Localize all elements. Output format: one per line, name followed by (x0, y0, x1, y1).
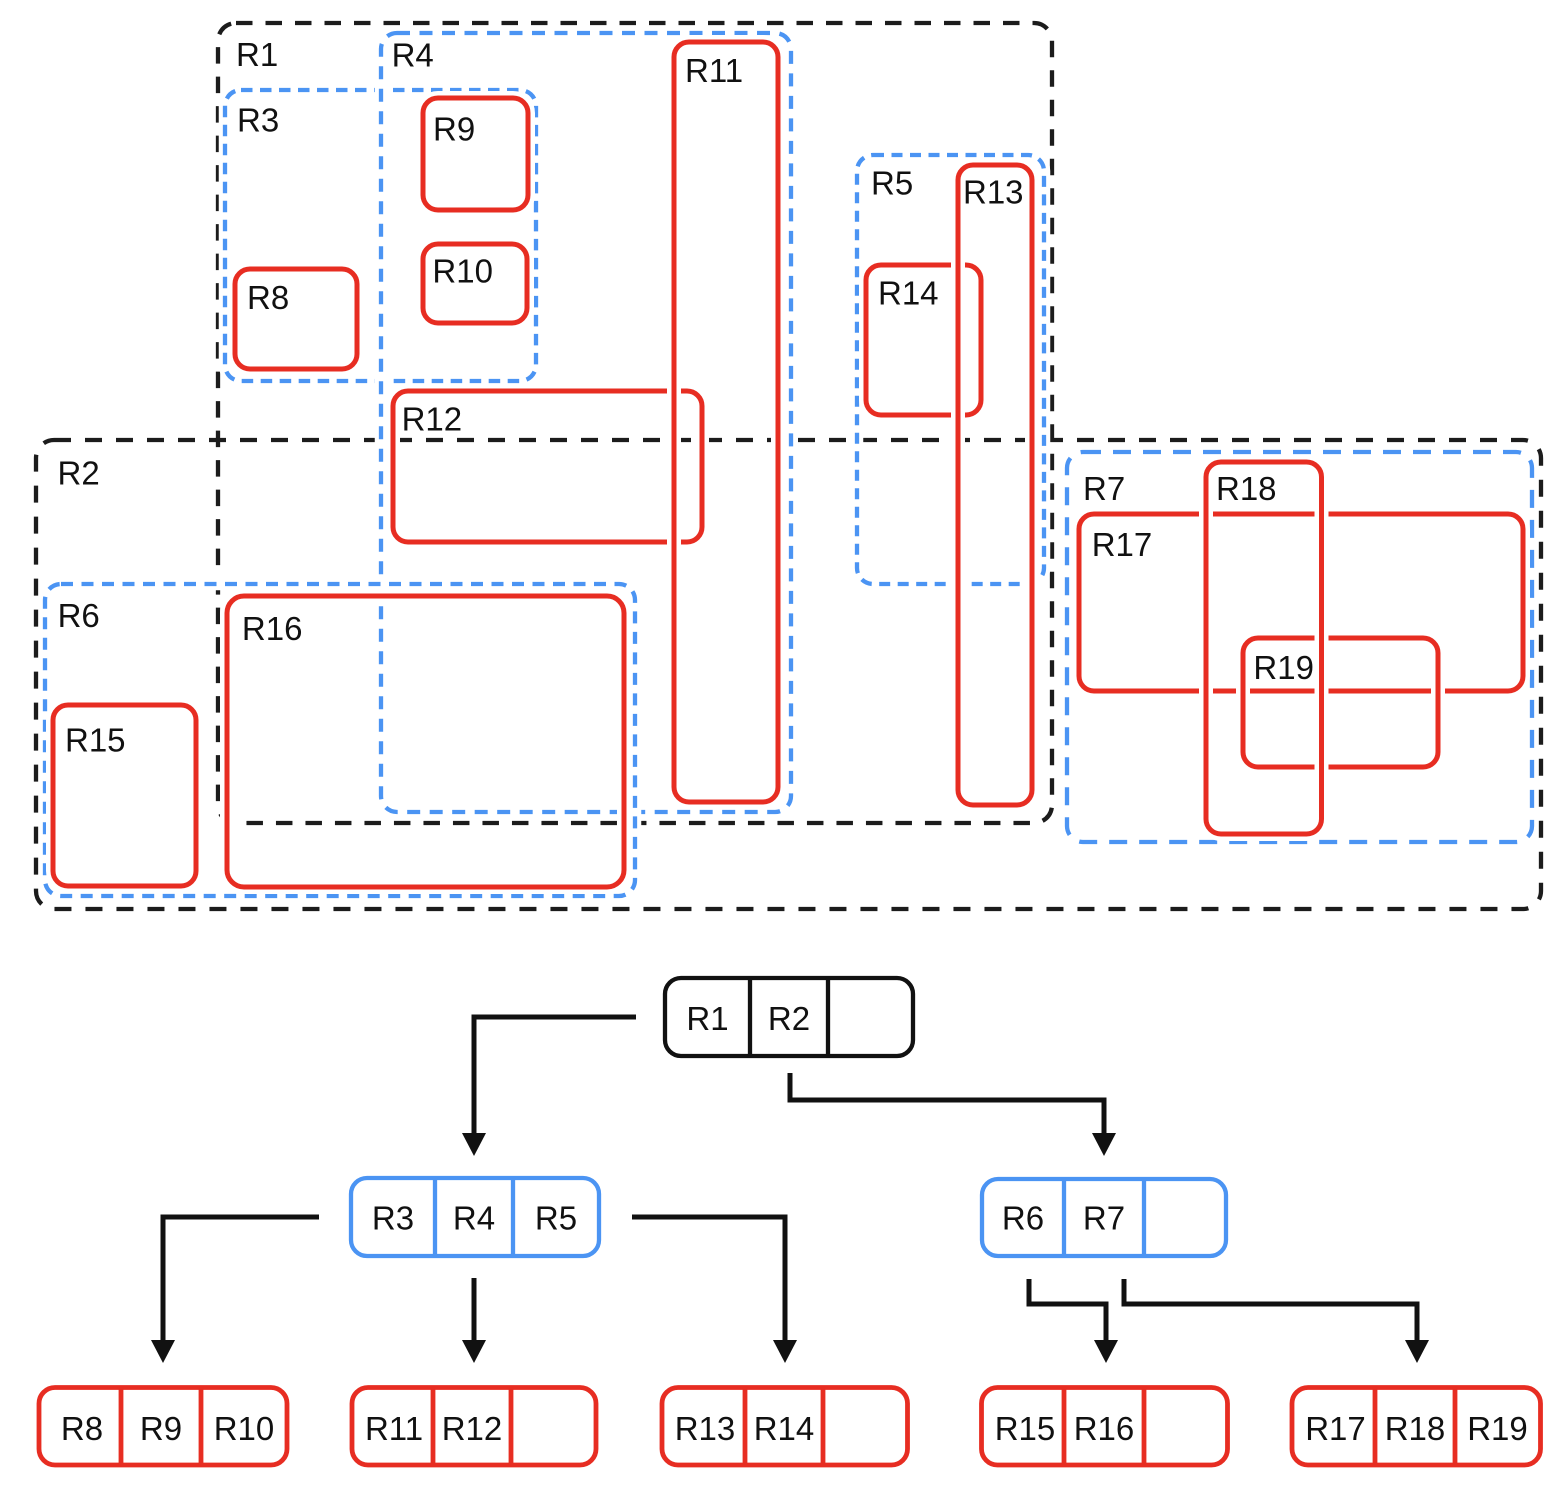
svg-text:R18: R18 (1385, 1410, 1446, 1447)
svg-text:R3: R3 (237, 102, 279, 139)
svg-text:R17: R17 (1092, 526, 1153, 563)
svg-text:R16: R16 (242, 610, 303, 647)
svg-text:R2: R2 (768, 1000, 810, 1037)
svg-text:R14: R14 (878, 275, 939, 312)
svg-text:R6: R6 (58, 597, 100, 634)
svg-text:R14: R14 (754, 1410, 815, 1447)
svg-text:R18: R18 (1216, 470, 1277, 507)
svg-text:R19: R19 (1253, 649, 1314, 686)
svg-text:R5: R5 (535, 1200, 577, 1237)
svg-text:R4: R4 (392, 37, 434, 74)
svg-text:R7: R7 (1083, 470, 1125, 507)
svg-text:R11: R11 (685, 52, 743, 89)
svg-text:R12: R12 (442, 1410, 503, 1447)
svg-text:R8: R8 (61, 1410, 103, 1447)
svg-text:R13: R13 (963, 174, 1024, 211)
svg-text:R16: R16 (1074, 1410, 1135, 1447)
svg-text:R13: R13 (675, 1410, 736, 1447)
svg-text:R10: R10 (432, 253, 493, 290)
svg-text:R15: R15 (995, 1410, 1056, 1447)
svg-text:R6: R6 (1002, 1200, 1044, 1237)
svg-text:R10: R10 (214, 1410, 275, 1447)
svg-text:R9: R9 (140, 1410, 182, 1447)
svg-text:R7: R7 (1083, 1200, 1125, 1237)
svg-text:R11: R11 (365, 1410, 423, 1447)
svg-text:R4: R4 (453, 1200, 495, 1237)
svg-text:R15: R15 (65, 722, 126, 759)
svg-text:R1: R1 (236, 36, 278, 73)
svg-text:R3: R3 (372, 1200, 414, 1237)
svg-text:R9: R9 (433, 110, 475, 147)
svg-text:R19: R19 (1467, 1410, 1528, 1447)
svg-text:R5: R5 (871, 165, 913, 202)
svg-text:R1: R1 (686, 1000, 728, 1037)
svg-text:R12: R12 (402, 400, 463, 437)
svg-text:R2: R2 (58, 455, 100, 492)
svg-text:R8: R8 (247, 279, 289, 316)
svg-text:R17: R17 (1305, 1410, 1366, 1447)
